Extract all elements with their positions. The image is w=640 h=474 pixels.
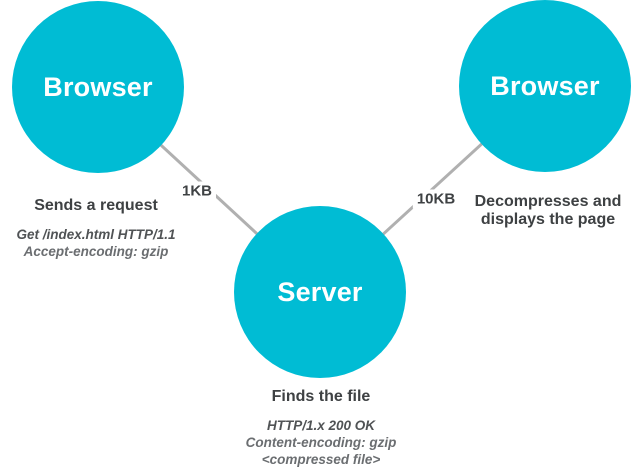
node-browser-right: Browser — [459, 0, 631, 172]
status-line-text: HTTP/1.x 200 OK — [266, 418, 376, 433]
node-browser-right-label: Browser — [490, 70, 600, 101]
browser-request-annotation: Sends a request Get /index.html HTTP/1.1… — [0, 197, 196, 260]
node-browser-left: Browser — [12, 1, 184, 173]
decompress-annotation-title: Decompresses and displays the page — [474, 193, 622, 228]
compressed-file-text: <compressed file> — [261, 452, 381, 467]
browser-decompress-annotation: Decompresses and displays the page — [468, 193, 628, 229]
server-response-annotation: Finds the file HTTP/1.x 200 OK Content-e… — [211, 388, 431, 468]
request-annotation-title: Sends a request — [34, 197, 158, 214]
request-line-text: Get /index.html HTTP/1.1 — [16, 227, 176, 242]
node-server-label: Server — [277, 276, 363, 307]
request-size-label: 1KB — [177, 181, 217, 201]
server-annotation-title: Finds the file — [271, 388, 371, 405]
content-encoding-text: Content-encoding: gzip — [245, 435, 397, 450]
response-size-label: 10KB — [412, 189, 460, 209]
node-server: Server — [234, 206, 406, 378]
node-browser-left-label: Browser — [43, 71, 153, 102]
accept-encoding-text: Accept-encoding: gzip — [23, 244, 169, 259]
